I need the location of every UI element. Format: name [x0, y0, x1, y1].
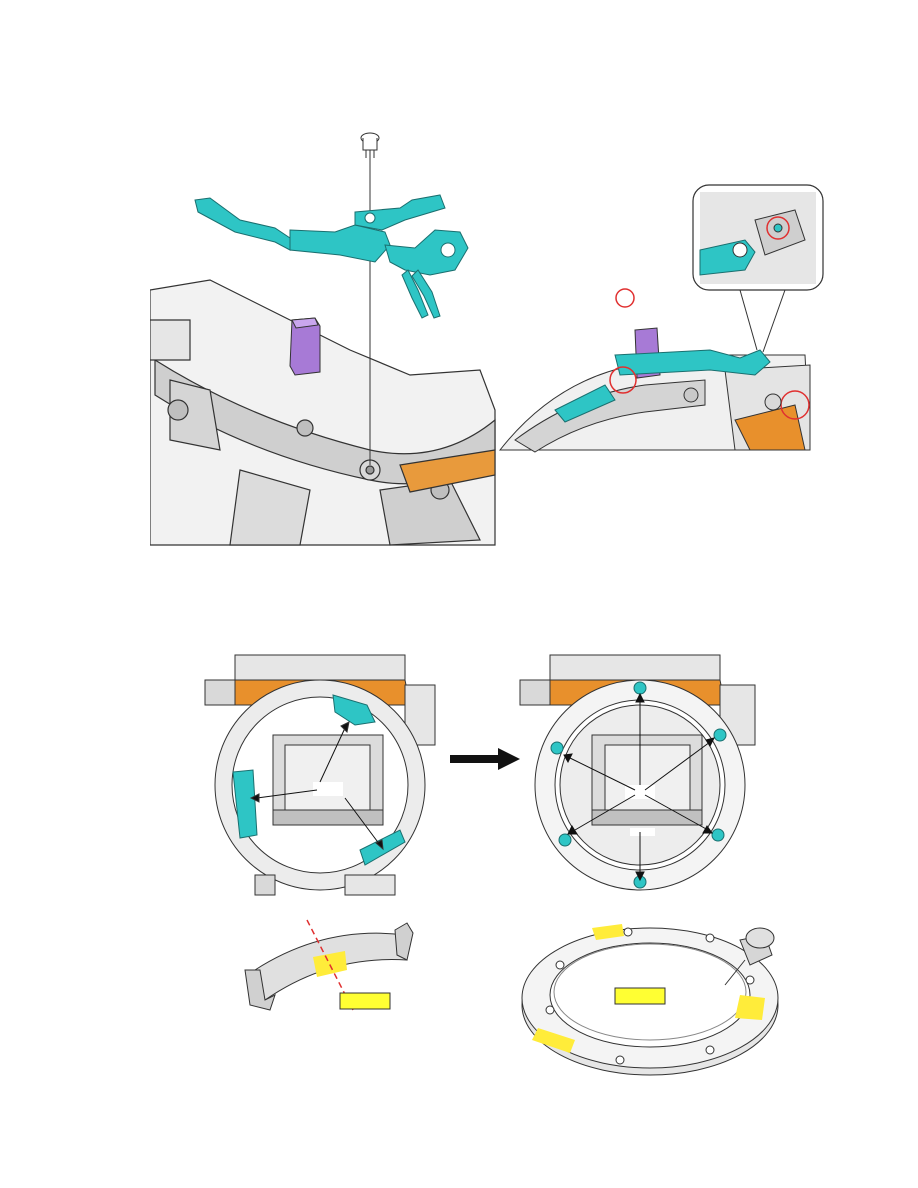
inset-detail: [693, 185, 823, 352]
chassis-body: [150, 280, 495, 545]
part-label-box: [340, 993, 390, 1009]
spring-plate-removal-figure: [150, 120, 500, 550]
installed-body: [500, 328, 810, 452]
marker-red-circle: [616, 289, 634, 307]
part-label-box: [615, 988, 665, 1004]
mount-ring-installed-figure: [510, 650, 760, 900]
leaf-spring-figure: [235, 915, 435, 1030]
purple-block: [290, 318, 320, 375]
spring-plate-installed-figure: [495, 180, 830, 460]
mount-with-springs-figure: [195, 650, 445, 900]
mount-ring-figure: [510, 910, 785, 1080]
